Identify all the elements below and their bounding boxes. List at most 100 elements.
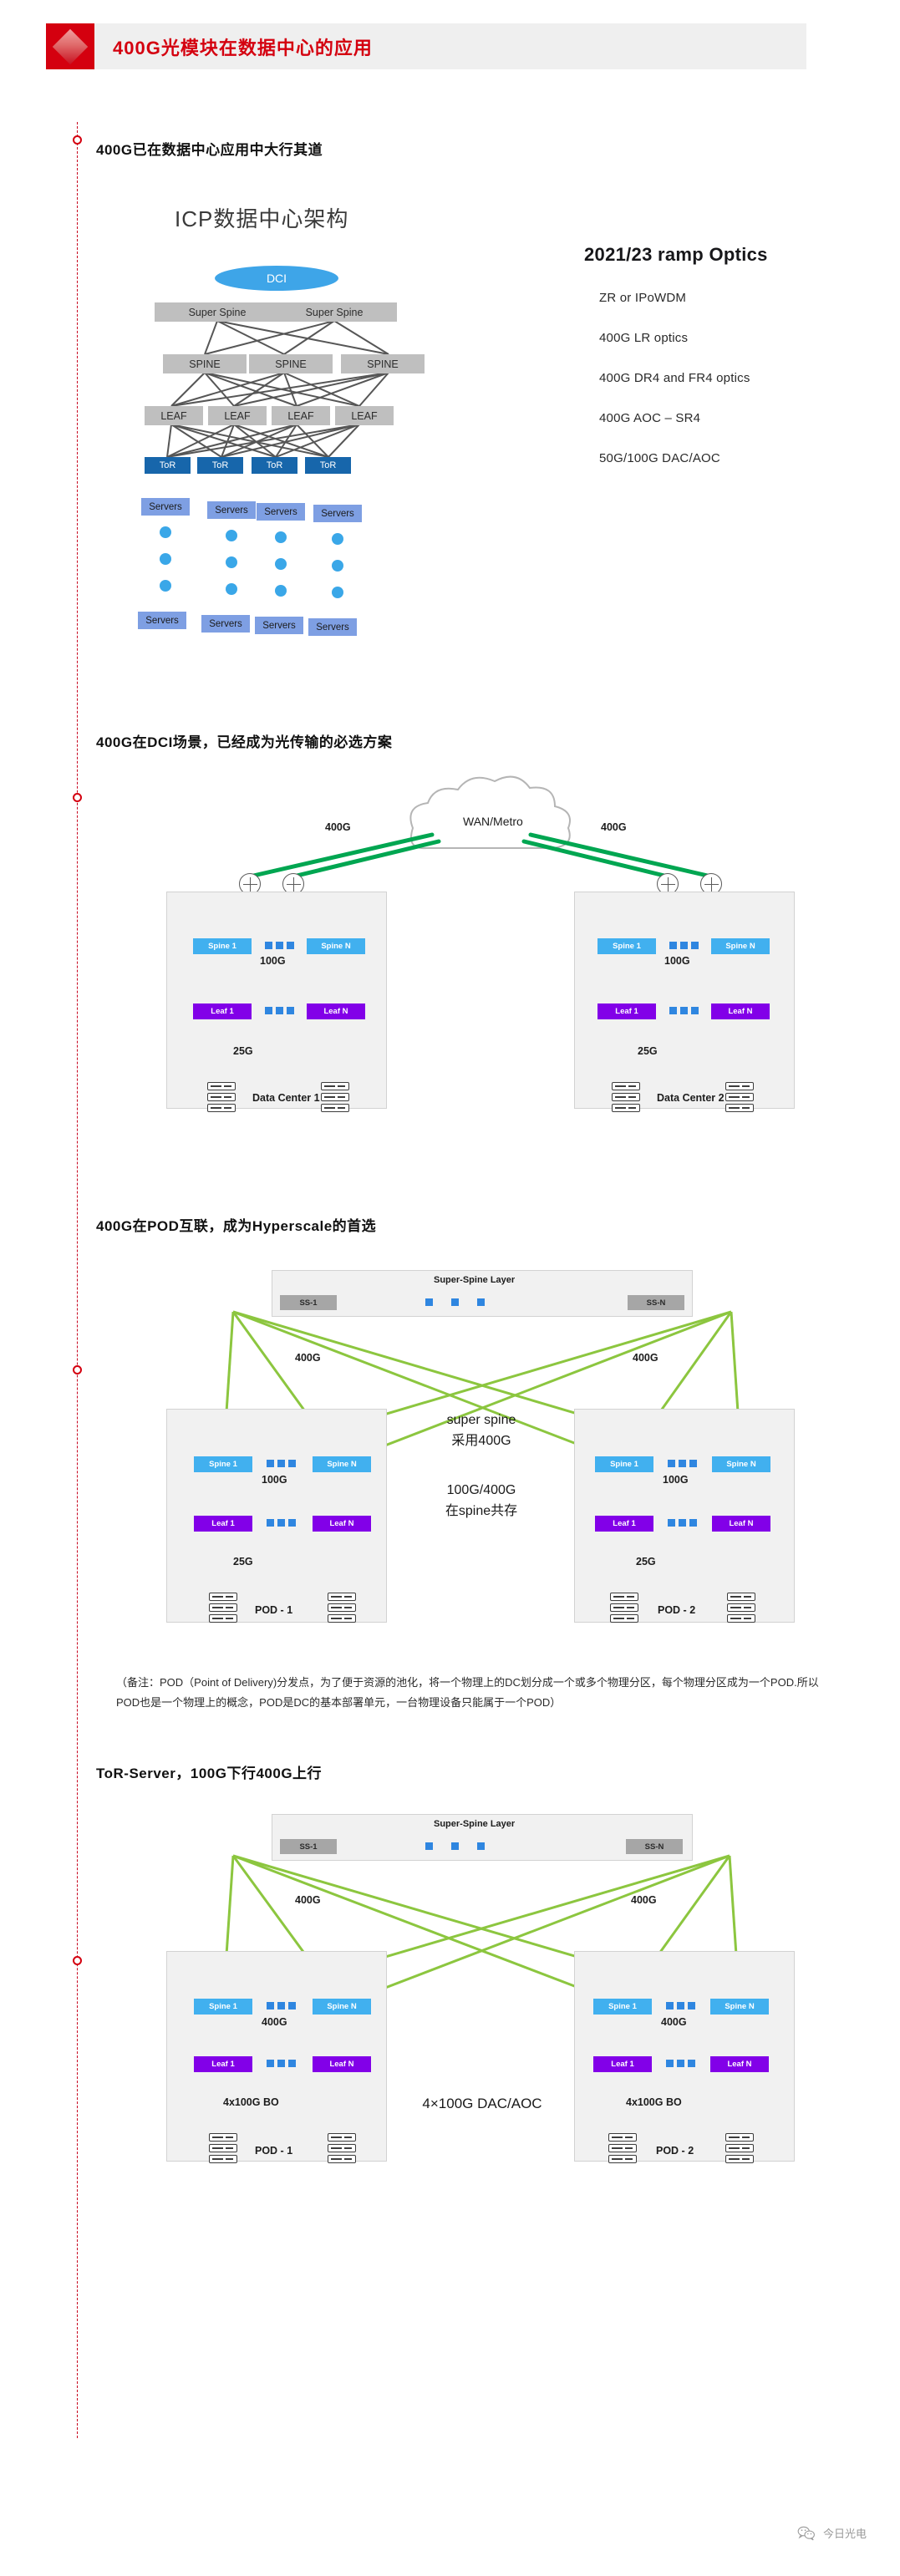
servers-top-2: Servers <box>207 501 256 519</box>
pod1-leaf-1: Leaf 1 <box>194 1516 252 1532</box>
timeline-dot-4 <box>73 1956 82 1965</box>
dci-node: DCI <box>215 266 338 291</box>
section-3-panel: Super-Spine Layer SS-1 SS-N 400G 400G su… <box>116 1253 846 1654</box>
tor-pod2-leaf-ellipsis-icon <box>666 2060 695 2068</box>
pod1-spine-n: Spine N <box>313 1456 371 1472</box>
tor-node-3: ToR <box>252 457 297 474</box>
server-dot <box>332 587 343 598</box>
super-spine-layer-box-2 <box>272 1814 693 1862</box>
tor-pod2-rack-right <box>725 2133 754 2164</box>
pod1-leaf-ellipsis-icon <box>267 1519 296 1527</box>
tor-pod1-spine-ellipsis-icon <box>267 2002 296 2010</box>
tor-pod2-spine-1: Spine 1 <box>593 1999 652 2015</box>
pod1-leaf-server-rate: 25G <box>233 1556 253 1567</box>
pod-uplink-left-label: 400G <box>295 1352 321 1364</box>
section-4-panel: Super-Spine Layer SS-1 SS-N 400G 400G 4×… <box>116 1801 846 2194</box>
uplink-right-label: 400G <box>601 821 627 833</box>
optics-item-1: ZR or IPoWDM <box>599 291 687 305</box>
router-icon-right-2 <box>657 873 679 895</box>
super-spine-node-2: Super Spine <box>272 302 397 322</box>
tor-node-1: ToR <box>145 457 191 474</box>
dc2-spine-ellipsis-icon <box>669 942 699 949</box>
ss-ellipsis-icon <box>425 1298 485 1306</box>
dc2-rack-left <box>612 1082 640 1112</box>
page-root: 400G光模块在数据中心的应用 400G已在数据中心应用中大行其道 ICP数据中… <box>0 23 900 2576</box>
pod1-spine-ellipsis-icon <box>267 1460 296 1467</box>
tor-pod2-rack-left <box>608 2133 637 2164</box>
tor-center-text: 4×100G DAC/AOC <box>422 2096 542 2112</box>
dc2-spine-1: Spine 1 <box>597 938 656 954</box>
tor-pod1-spine-1: Spine 1 <box>194 1999 252 2015</box>
super-spine-node-1: Super Spine <box>155 302 280 322</box>
pod2-rack-right <box>727 1593 755 1623</box>
ss-node-n: SS-N <box>628 1295 684 1310</box>
super-spine-layer-title: Super-Spine Layer <box>434 1275 516 1285</box>
spine-node-2: SPINE <box>249 354 333 373</box>
optics-roadmap-list: 2021/23 ramp Optics ZR or IPoWDM 400G LR… <box>584 244 835 491</box>
wechat-icon <box>797 2526 815 2540</box>
tor-node-2: ToR <box>197 457 243 474</box>
pod2-leaf-ellipsis-icon <box>668 1519 697 1527</box>
dc1-spine-n: Spine N <box>307 938 365 954</box>
dc2-spine-leaf-rate: 100G <box>664 955 690 967</box>
data-center-1-label: Data Center 1 <box>252 1092 320 1104</box>
section-1-panel: ICP数据中心架构 <box>116 177 846 662</box>
data-center-2-label: Data Center 2 <box>657 1092 725 1104</box>
server-dot <box>160 553 171 565</box>
pod2-spine-ellipsis-icon <box>668 1460 697 1467</box>
super-spine-layer-title-2: Super-Spine Layer <box>434 1819 516 1830</box>
ss-node-1: SS-1 <box>280 1295 337 1310</box>
dc1-spine-leaf-rate: 100G <box>260 955 286 967</box>
optics-item-3: 400G DR4 and FR4 optics <box>599 371 750 385</box>
servers-top-4: Servers <box>313 505 362 522</box>
timeline-rail <box>73 122 82 2438</box>
optics-item-5: 50G/100G DAC/AOC <box>599 451 720 465</box>
arch-diagram-title: ICP数据中心架构 <box>175 206 349 231</box>
router-icon-right-1 <box>700 873 722 895</box>
dc1-spine-1: Spine 1 <box>193 938 252 954</box>
servers-top-1: Servers <box>141 498 190 516</box>
pod2-spine-leaf-rate: 100G <box>663 1474 689 1486</box>
tor-pod1-rack-left <box>209 2133 237 2164</box>
dc2-rack-right <box>725 1082 754 1112</box>
tor-pod1-leaf-n: Leaf N <box>313 2056 371 2073</box>
pod-center-text-2: 100G/400G 在spine共存 <box>445 1483 518 1518</box>
pod2-leaf-1: Leaf 1 <box>595 1516 653 1532</box>
pod-center-text-1: super spine 采用400G <box>446 1413 516 1448</box>
tor-pod1-rack-right <box>328 2133 356 2164</box>
dc2-leaf-1: Leaf 1 <box>597 1003 656 1019</box>
section-4-heading: ToR-Server，100G下行400G上行 <box>96 1766 323 1782</box>
section-4: ToR-Server，100G下行400G上行 <box>96 1761 852 2194</box>
pod1-rack-left <box>209 1593 237 1623</box>
optics-roadmap-title: 2021/23 ramp Optics <box>584 244 768 265</box>
server-dot <box>275 531 287 543</box>
servers-bottom-4: Servers <box>308 618 357 636</box>
server-dot <box>332 533 343 545</box>
leaf-node-4: LEAF <box>335 406 394 425</box>
dc1-leaf-server-rate: 25G <box>233 1045 253 1057</box>
tor-pod2-spine-leaf-rate: 400G <box>661 2016 687 2029</box>
tor-pod1-leaf-server-rate: 4x100G BO <box>223 2096 279 2109</box>
timeline-dot-2 <box>73 793 82 802</box>
leaf-node-1: LEAF <box>145 406 203 425</box>
tor-pod1-leaf-1: Leaf 1 <box>194 2056 252 2073</box>
ss2-ellipsis-icon <box>425 1842 485 1851</box>
super-spine-layer-box <box>272 1270 693 1317</box>
wan-cloud-label: WAN/Metro <box>463 815 523 828</box>
spine-node-1: SPINE <box>163 354 247 373</box>
servers-bottom-3: Servers <box>255 617 303 634</box>
pod-1-label: POD - 1 <box>255 1604 293 1616</box>
wan-cloud-icon <box>409 775 571 850</box>
tor-pod-1-label: POD - 1 <box>255 2145 293 2157</box>
dc1-leaf-n: Leaf N <box>307 1003 365 1019</box>
dc1-leaf-1: Leaf 1 <box>193 1003 252 1019</box>
dc2-leaf-n: Leaf N <box>711 1003 770 1019</box>
server-dot <box>275 585 287 597</box>
optics-item-2: 400G LR optics <box>599 331 689 345</box>
section-3-heading: 400G在POD互联，成为Hyperscale的首选 <box>96 1218 377 1234</box>
uplink-left-label: 400G <box>325 821 351 833</box>
section-2-panel: WAN/Metro 400G 400G Spine 1 Spine N 100G… <box>116 770 846 1146</box>
ss2-node-1: SS-1 <box>280 1839 337 1855</box>
footer-label: 今日光电 <box>822 2528 867 2540</box>
servers-bottom-1: Servers <box>138 612 186 629</box>
